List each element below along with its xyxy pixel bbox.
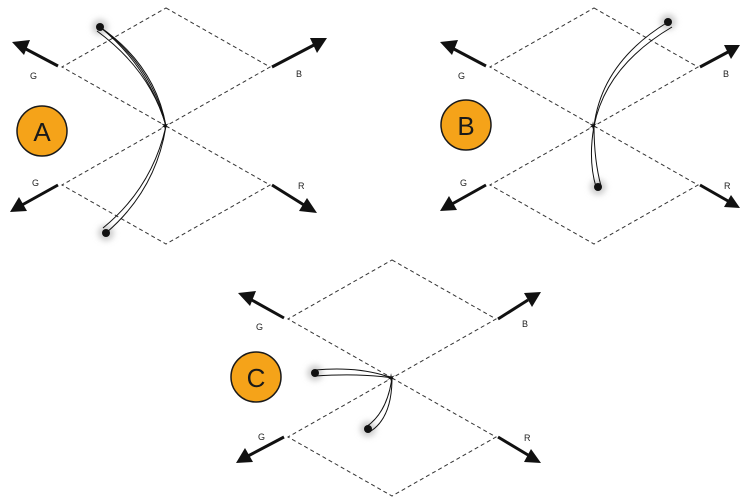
panel-badge: C	[230, 351, 282, 403]
curve-upper	[92, 19, 167, 127]
arrow-bottom-left	[236, 435, 285, 463]
arrow-bottom-right	[497, 435, 541, 463]
axis-label-top-right: B	[296, 69, 302, 79]
origin-star: ✶	[160, 119, 170, 133]
arrow-bottom-right	[271, 183, 317, 213]
curve-upper	[593, 14, 676, 127]
curve-endpoint	[311, 369, 319, 377]
panel-label: B	[457, 111, 474, 141]
curve-upper	[307, 365, 393, 381]
panel-badge: B	[440, 99, 492, 151]
panel-a: G B G R ✶ A	[10, 7, 327, 245]
axis-label-top-right: B	[723, 69, 729, 79]
axis-label-top-left: G	[256, 322, 263, 332]
arrow-top-right	[497, 292, 541, 321]
axis-label-bottom-left: G	[460, 178, 467, 188]
curve-endpoint	[102, 229, 110, 237]
arrow-top-left	[440, 40, 487, 68]
rhombus-lower	[286, 377, 498, 497]
arrow-top-left	[12, 40, 59, 68]
rhombus-lower	[488, 125, 700, 245]
rhombus-lower	[60, 125, 272, 245]
arrow-top-right	[699, 45, 740, 69]
curve-endpoint	[664, 18, 672, 26]
axis-label-bottom-left: G	[258, 432, 265, 442]
axis-label-bottom-right: R	[524, 433, 531, 443]
panel-c: G B G R ✶ C	[230, 259, 541, 497]
arrow-bottom-left	[10, 183, 59, 212]
curve-lower	[98, 125, 167, 241]
panel-label: C	[247, 363, 266, 393]
axis-label-top-right: B	[522, 319, 528, 329]
panel-label: A	[33, 117, 51, 147]
panel-badge: A	[16, 105, 68, 157]
arrow-top-right	[271, 38, 327, 69]
curve-endpoint	[364, 425, 372, 433]
arrow-top-left	[238, 291, 285, 320]
axis-label-bottom-right: R	[724, 181, 731, 191]
arrow-bottom-left	[440, 183, 487, 211]
rhombus-upper	[286, 259, 498, 379]
axis-label-bottom-left: G	[32, 178, 39, 188]
curve-endpoint	[96, 23, 104, 31]
curve-endpoint	[594, 183, 602, 191]
origin-star: ✶	[588, 119, 598, 133]
axis-label-top-left: G	[458, 71, 465, 81]
origin-star: ✶	[386, 371, 396, 385]
arrow-bottom-right	[699, 183, 740, 208]
curve-lower	[360, 377, 393, 437]
axis-label-top-left: G	[30, 71, 37, 81]
panel-b: G B G R ✶ B	[440, 7, 740, 245]
axis-label-bottom-right: R	[298, 181, 305, 191]
curve-lower	[590, 125, 606, 195]
